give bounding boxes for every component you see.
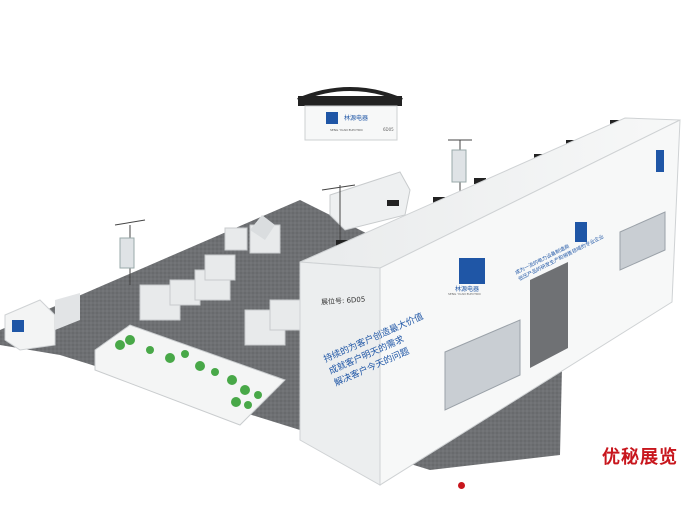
photo-panel xyxy=(444,319,521,411)
photo-panel xyxy=(619,211,666,271)
light-pole-right xyxy=(448,139,472,200)
wall-front xyxy=(299,261,381,486)
wall-logo-icon xyxy=(459,258,485,284)
light-pole-mid xyxy=(321,184,356,245)
truss-sign-booth: 6D05 xyxy=(383,127,394,132)
wall-logo-company-en: SENG YUAN ELECTRIC xyxy=(448,292,482,296)
watermark-text: 优秘展览 xyxy=(602,447,678,468)
hanging-truss-sign xyxy=(297,87,403,141)
truss-sign-company: 林源电器 xyxy=(344,115,369,122)
light-pole-left xyxy=(114,219,146,285)
truss-sign-company-en: SENG YUAN ELECTRIC xyxy=(330,128,364,132)
end-logo-icon xyxy=(656,150,664,172)
door-logo-icon xyxy=(575,222,587,242)
wall-logo-company: 林源电器 xyxy=(455,286,480,293)
plants xyxy=(115,335,262,409)
reception-desk xyxy=(4,299,56,351)
display-fin xyxy=(250,215,275,240)
reception-side xyxy=(55,293,80,330)
doorway xyxy=(530,262,568,368)
reception-logo-icon xyxy=(12,320,24,332)
watermark-dot-icon xyxy=(458,482,465,489)
